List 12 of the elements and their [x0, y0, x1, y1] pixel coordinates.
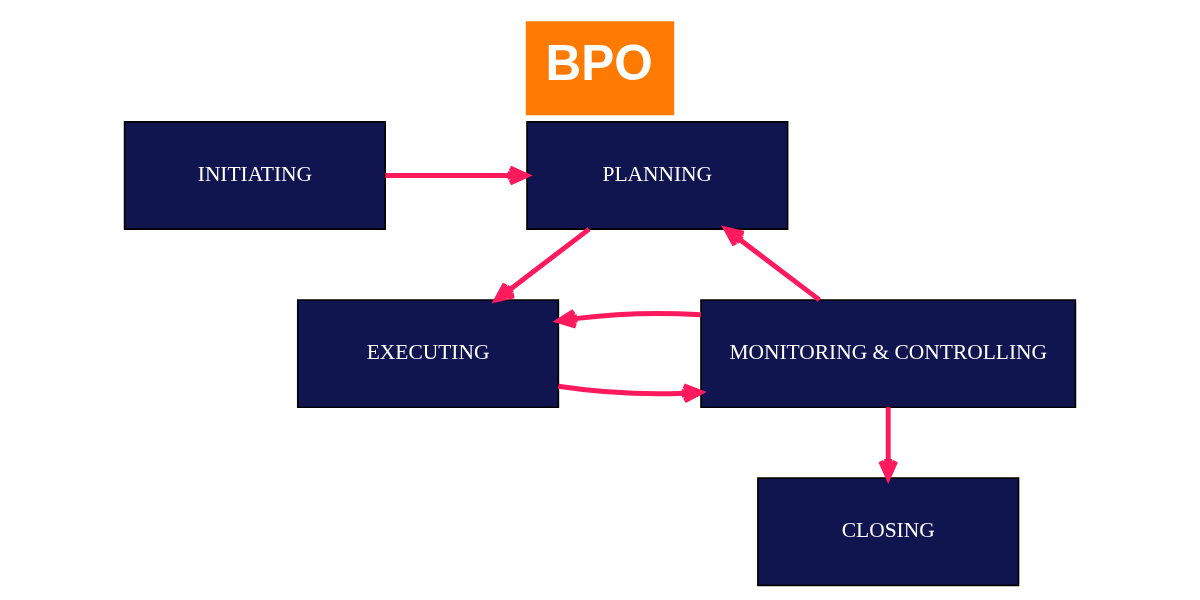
arrow — [555, 308, 701, 329]
arrow — [385, 165, 530, 186]
arrow — [558, 383, 704, 404]
diagram-title: BPO — [545, 34, 653, 90]
node-box: EXECUTING — [296, 299, 560, 409]
node-box: PLANNING — [526, 121, 789, 230]
arrow — [878, 407, 899, 481]
arrow — [723, 226, 821, 302]
node-box: CLOSING — [757, 477, 1020, 587]
node-box: MONITORING & CONTROLLING — [700, 299, 1077, 409]
node-box: INITIATING — [123, 121, 386, 230]
arrow — [493, 227, 591, 303]
